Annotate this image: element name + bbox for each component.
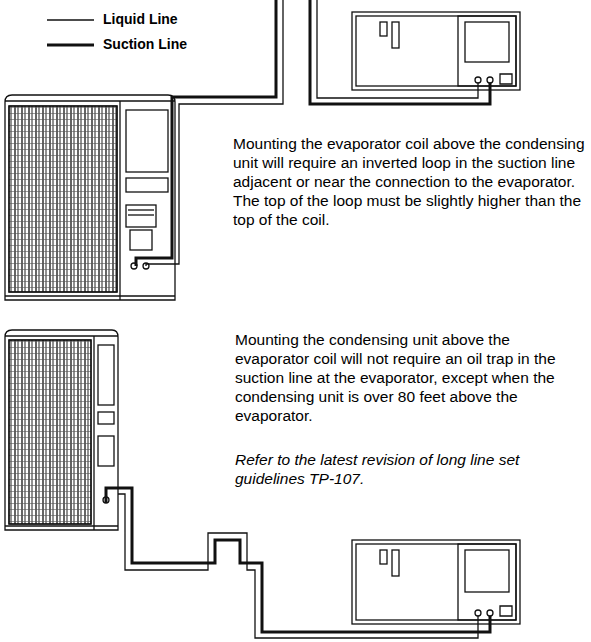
evaporator-coil bbox=[352, 540, 520, 624]
evaporator-coil bbox=[352, 12, 520, 90]
legend-label: Liquid Line bbox=[103, 11, 178, 27]
note-text: Mounting the condensing unit above the e… bbox=[235, 330, 575, 425]
condensing-unit bbox=[5, 330, 118, 530]
note-text: Refer to the latest revision of long lin… bbox=[235, 451, 519, 487]
note-text: Mounting the condensing unit above the e… bbox=[235, 331, 556, 424]
legend-label: Suction Line bbox=[103, 36, 187, 52]
suction-line bbox=[310, 0, 490, 104]
note-text: Mounting the evaporator coil above the c… bbox=[233, 134, 588, 229]
note-text: Refer to the latest revision of long lin… bbox=[235, 450, 535, 488]
note-text: Mounting the evaporator coil above the c… bbox=[233, 135, 585, 228]
legend-label: Liquid Line bbox=[103, 11, 178, 27]
legend-label: Suction Line bbox=[103, 36, 187, 52]
liquid-line bbox=[317, 0, 478, 98]
legend-sample-line bbox=[47, 19, 94, 20]
liquid-line bbox=[118, 494, 478, 638]
condensing-unit bbox=[5, 95, 175, 300]
legend-sample-line bbox=[47, 44, 94, 47]
suction-line bbox=[106, 488, 490, 632]
